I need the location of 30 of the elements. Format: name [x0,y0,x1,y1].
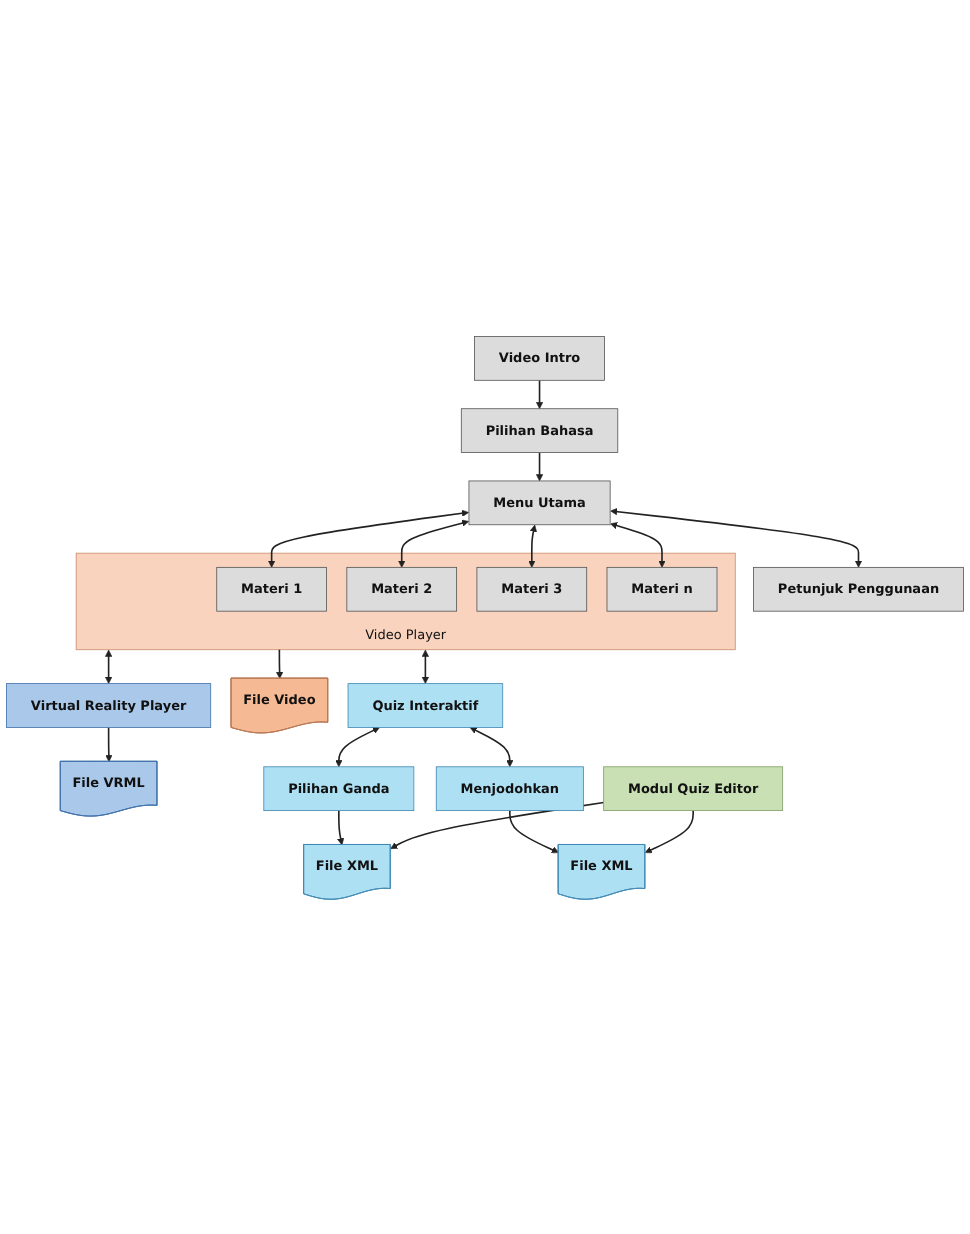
arrow [528,523,537,567]
node-box [753,566,964,611]
node-box [606,566,718,611]
node-box [468,479,611,525]
node-box [6,682,212,727]
arrow [469,726,514,767]
node-box [474,335,605,380]
node-box [263,765,415,811]
node-box [460,407,619,453]
node-box [435,765,584,811]
arrow [644,808,694,853]
arrow [535,378,544,409]
node-box [476,566,588,611]
node-box [346,566,458,611]
node-box [347,682,504,727]
arrow [509,808,559,853]
node-box [216,566,327,611]
arrow [610,521,666,567]
arrow [398,518,469,567]
cluster [75,551,736,650]
arrow [105,725,113,762]
arrow [421,648,429,684]
arrow [105,648,113,684]
node-box [603,765,784,811]
arrow [268,508,469,567]
arrow [276,648,284,678]
arrow [335,726,380,767]
arrow [337,808,345,845]
arrow [610,507,863,567]
arrow [535,450,544,481]
